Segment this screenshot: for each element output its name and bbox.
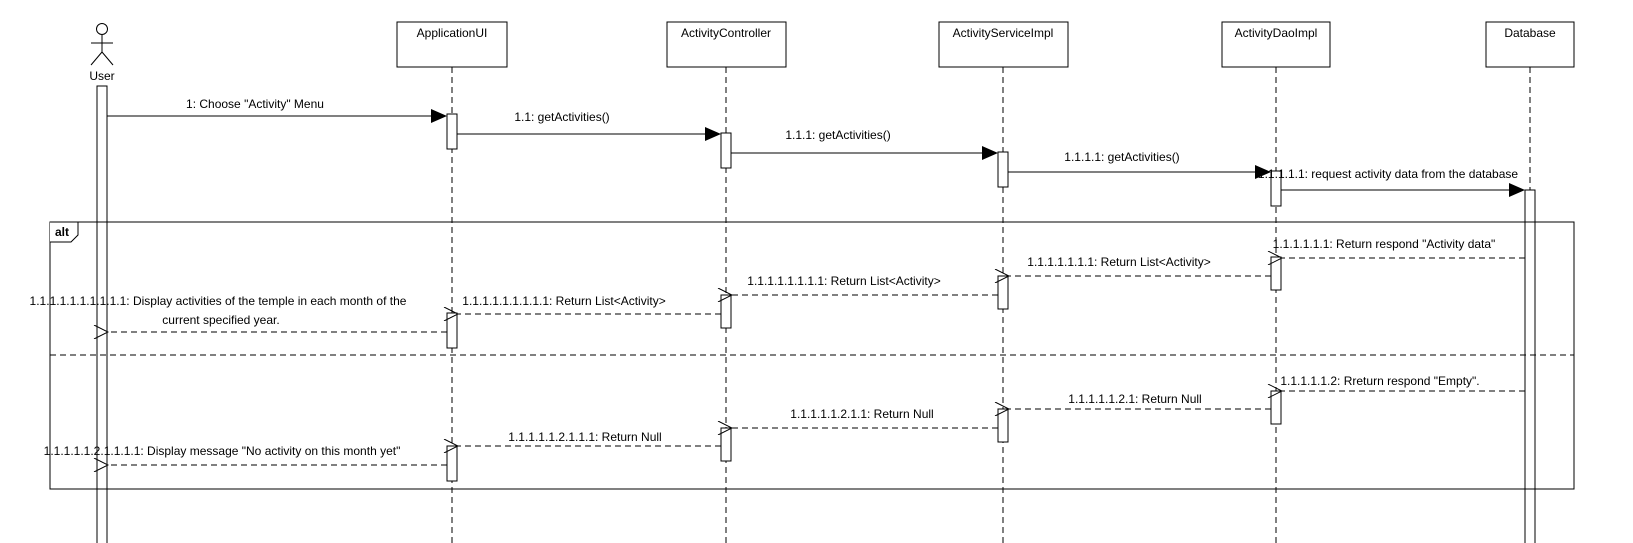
participant-label: ApplicationUI (417, 26, 488, 40)
message-label: 1.1.1.1.1.2.1.1: Return Null (790, 407, 933, 421)
activation-svc-1 (997, 151, 1009, 188)
return-null-controller: 1.1.1.1.1.2.1.1.1: Return Null (458, 430, 721, 446)
message-label: 1.1.1.1.1.1.1: Return List<Activity> (1027, 255, 1210, 269)
activation-svc-3 (997, 408, 1009, 443)
activation-dao-2 (1270, 256, 1282, 291)
participant-activity-controller: ActivityController (666, 21, 787, 543)
message-label: 1.1.1.1.1.2.1: Return Null (1068, 392, 1201, 406)
activation-svc-2 (997, 275, 1009, 310)
actor-activation-bar (96, 85, 108, 543)
alt-operator-label: alt (55, 225, 69, 239)
participant-application-ui: ApplicationUI (396, 21, 508, 543)
message-label: 1.1.1.1.1.2: Rreturn respond "Empty". (1280, 374, 1479, 388)
activation-ctrl-1 (720, 132, 732, 169)
return-display-activities: 1.1.1.1.1.1.1.1.1.1: Display activities … (30, 294, 447, 332)
return-display-no-activity: 1.1.1.1.1.2.1.1.1.1: Display message "No… (44, 444, 447, 465)
return-list-controller: 1.1.1.1.1.1.1.1.1: Return List<Activity> (458, 294, 721, 314)
actor-head (96, 23, 108, 35)
message-1-1-1-1: 1.1.1.1: getActivities() (1008, 150, 1271, 179)
participant-box (938, 21, 1069, 68)
participant-box (396, 21, 508, 68)
actor-label: User (89, 69, 114, 83)
activation-dao-1 (1270, 170, 1282, 207)
participant-box (1221, 21, 1331, 68)
message-label: 1.1.1.1: getActivities() (1064, 150, 1179, 164)
message-label: 1: Choose "Activity" Menu (186, 97, 324, 111)
message-label: 1.1.1.1.1: request activity data from th… (1258, 167, 1518, 181)
participant-label: ActivityDaoImpl (1235, 26, 1318, 40)
message-1-1-1-1-1: 1.1.1.1.1: request activity data from th… (1258, 167, 1525, 197)
activation-dao-3 (1270, 390, 1282, 425)
actor-right-leg (101, 51, 114, 66)
activation-app-2 (446, 312, 458, 349)
return-empty: 1.1.1.1.1.2: Rreturn respond "Empty". (1280, 374, 1525, 391)
message-label: 1.1.1.1.1.2.1.1.1.1: Display message "No… (44, 444, 401, 458)
activation-db (1524, 189, 1536, 543)
participant-activity-dao-impl: ActivityDaoImpl (1221, 21, 1331, 543)
activation-ctrl-2 (720, 294, 732, 329)
participant-label: Database (1504, 26, 1556, 40)
return-list-service: 1.1.1.1.1.1.1.1: Return List<Activity> (732, 274, 998, 295)
participant-box (666, 21, 787, 68)
return-null-dao: 1.1.1.1.1.2.1: Return Null (1009, 392, 1271, 409)
activation-ctrl-3 (720, 427, 732, 462)
message-1-1-1: 1.1.1: getActivities() (731, 128, 998, 160)
message-label: 1.1: getActivities() (514, 110, 609, 124)
message-label-line-1: 1.1.1.1.1.1.1.1.1.1: Display activities … (30, 294, 407, 308)
message-label-line-2: current specified year. (162, 313, 279, 327)
message-label: 1.1.1.1.1.1.1.1.1: Return List<Activity> (462, 294, 665, 308)
message-label: 1.1.1: getActivities() (785, 128, 890, 142)
participant-activity-service-impl: ActivityServiceImpl (938, 21, 1069, 543)
message-label: 1.1.1.1.1.1: Return respond "Activity da… (1273, 237, 1496, 251)
participant-label: ActivityController (681, 26, 771, 40)
actor-left-leg (90, 51, 103, 66)
activation-app-1 (446, 113, 458, 150)
message-1: 1: Choose "Activity" Menu (107, 97, 447, 123)
participant-label: ActivityServiceImpl (953, 26, 1054, 40)
activation-app-3 (446, 445, 458, 482)
alt-operator-tab (50, 221, 79, 243)
alt-fragment: alt (49, 221, 1575, 490)
participant-database: Database (1485, 21, 1575, 543)
return-null-service: 1.1.1.1.1.2.1.1: Return Null (732, 407, 998, 428)
message-label: 1.1.1.1.1.1.1.1: Return List<Activity> (747, 274, 940, 288)
return-list-dao: 1.1.1.1.1.1.1: Return List<Activity> (1009, 255, 1271, 276)
message-1-1: 1.1: getActivities() (457, 110, 721, 141)
actor-user: User (89, 23, 115, 83)
return-activity-data: 1.1.1.1.1.1: Return respond "Activity da… (1273, 237, 1525, 258)
message-label: 1.1.1.1.1.2.1.1.1: Return Null (508, 430, 661, 444)
